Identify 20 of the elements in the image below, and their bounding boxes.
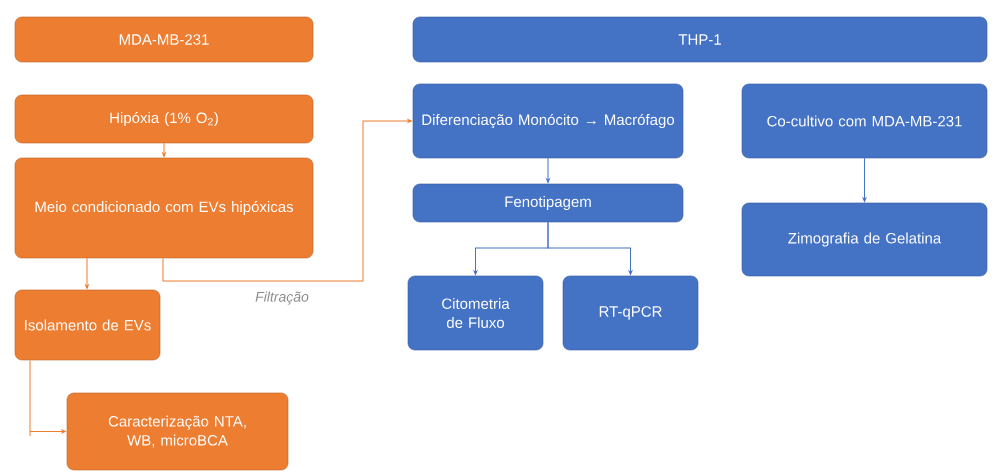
edge-label: Filtração (254, 290, 310, 306)
process-box: Meio condicionado com EVs hipóxicas (14, 157, 314, 259)
process-box: THP-1 (412, 16, 988, 63)
process-box: Isolamento de EVs (14, 289, 161, 361)
arrow (29, 359, 66, 437)
arrow (162, 142, 166, 157)
arrow (546, 157, 550, 183)
process-box: Hipóxia (1% O$_{2}$) (14, 94, 314, 144)
process-box: Zimografia de Gelatina (741, 202, 988, 277)
process-box: Citometria de Fluxo (407, 275, 544, 351)
process-box: Co-cultivo com MDA-MB-231 (741, 83, 988, 159)
arrow (862, 157, 867, 202)
process-box: RT-qPCR (562, 275, 699, 351)
arrow (85, 257, 89, 289)
arrow (162, 119, 412, 282)
process-box: Caracterização NTA, WB, microBCA (66, 392, 289, 471)
arrow (547, 221, 633, 275)
process-box: MDA-MB-231 (14, 16, 314, 63)
process-box: Diferenciação Monócito → Macrófago (412, 83, 684, 159)
process-box: Fenotipagem (412, 183, 684, 223)
